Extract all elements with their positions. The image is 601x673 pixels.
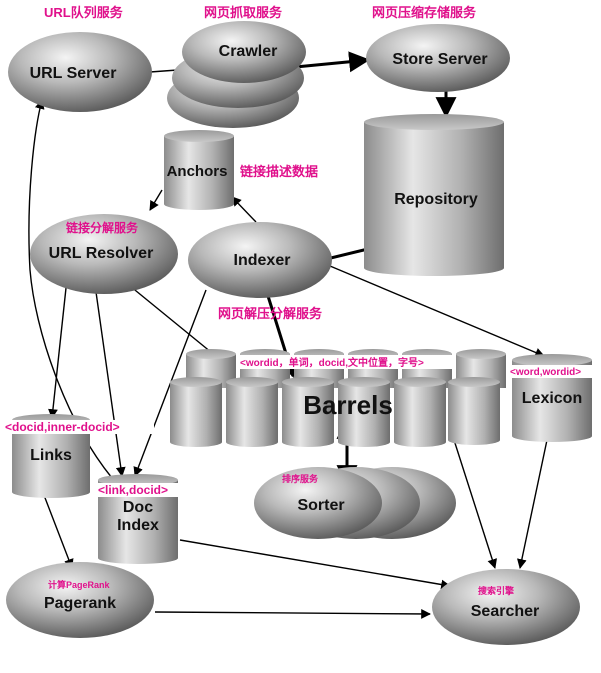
node-url-server: URL Server [8, 32, 152, 112]
annotation-web-compress-store-service: 网页压缩存储服务 [372, 5, 477, 20]
annotation-web-crawl-service: 网页抓取服务 [204, 5, 283, 20]
edge-pagerank-searcher [154, 609, 431, 619]
url-resolver-label: URL Resolver [49, 245, 154, 262]
edge-barrels-searcher [453, 439, 497, 569]
doc-index-label-line2: Index [117, 517, 159, 534]
indexer-label: Indexer [234, 252, 291, 269]
annotation-sort-service: 排序服务 [282, 473, 319, 484]
annotation-barrels-format: <wordid，单词，docid,文中位置，字号> [240, 356, 424, 369]
edge-urlresolver-links [48, 287, 67, 419]
sorter-label: Sorter [297, 497, 344, 514]
barrels-front-row [170, 377, 500, 447]
edge-docindex-searcher [179, 539, 451, 590]
node-crawler: Crawler [167, 21, 306, 128]
node-pagerank: Pagerank [6, 562, 154, 638]
node-searcher: Searcher [432, 569, 580, 645]
annotation-link-description-data: 链接描述数据 [239, 164, 318, 179]
barrels-format-background [238, 355, 452, 369]
node-anchors: Anchors [164, 130, 234, 210]
edge-urlresolver-docindex [95, 291, 126, 477]
edge-indexer-anchors [231, 196, 257, 223]
node-store-server: Store Server [366, 24, 510, 92]
edge-lexicon-searcher [517, 439, 548, 569]
crawler-label: Crawler [219, 43, 278, 60]
links-label: Links [30, 447, 72, 464]
anchors-label: Anchors [167, 163, 228, 180]
node-sorter: Sorter [254, 467, 456, 539]
pagerank-label: Pagerank [44, 595, 116, 612]
node-url-resolver: URL Resolver [30, 214, 178, 294]
repository-label: Repository [394, 191, 478, 208]
node-repository: Repository [364, 114, 504, 276]
annotation-links-format: <docid,inner-docid> [5, 420, 120, 434]
annotation-compute-pagerank: 计算PageRank [48, 579, 111, 590]
node-indexer: Indexer [188, 222, 332, 298]
barrels-label: Barrels [303, 390, 393, 420]
links-format-background [4, 420, 154, 434]
node-barrels: Barrels [170, 349, 506, 447]
annotation-doc-index-format: <link,docid> [98, 483, 168, 497]
edge-indexer-lexicon [329, 265, 545, 358]
annotation-link-decompose-service: 链接分解服务 [66, 220, 139, 235]
edges [28, 51, 548, 619]
lexicon-label: Lexicon [522, 390, 582, 407]
annotation-lexicon-format: <word,wordid> [510, 367, 581, 378]
annotation-url-queue-service: URL队列服务 [44, 5, 124, 20]
store-server-label: Store Server [392, 51, 487, 68]
url-server-label: URL Server [30, 65, 117, 82]
edge-links-pagerank [41, 489, 74, 569]
doc-index-format-background [96, 483, 188, 497]
annotations: URL队列服务 网页抓取服务 网页压缩存储服务 链接描述数据 链接分解服务 网页… [4, 5, 598, 596]
searcher-label: Searcher [471, 603, 540, 620]
annotation-web-decompress-decompose-service: 网页解压分解服务 [218, 306, 323, 321]
lexicon-format-background [508, 365, 598, 378]
edge-anchors-urlresolver [149, 189, 163, 211]
annotation-search-engine: 搜索引擎 [478, 585, 514, 596]
doc-index-label-line1: Doc [123, 499, 153, 516]
